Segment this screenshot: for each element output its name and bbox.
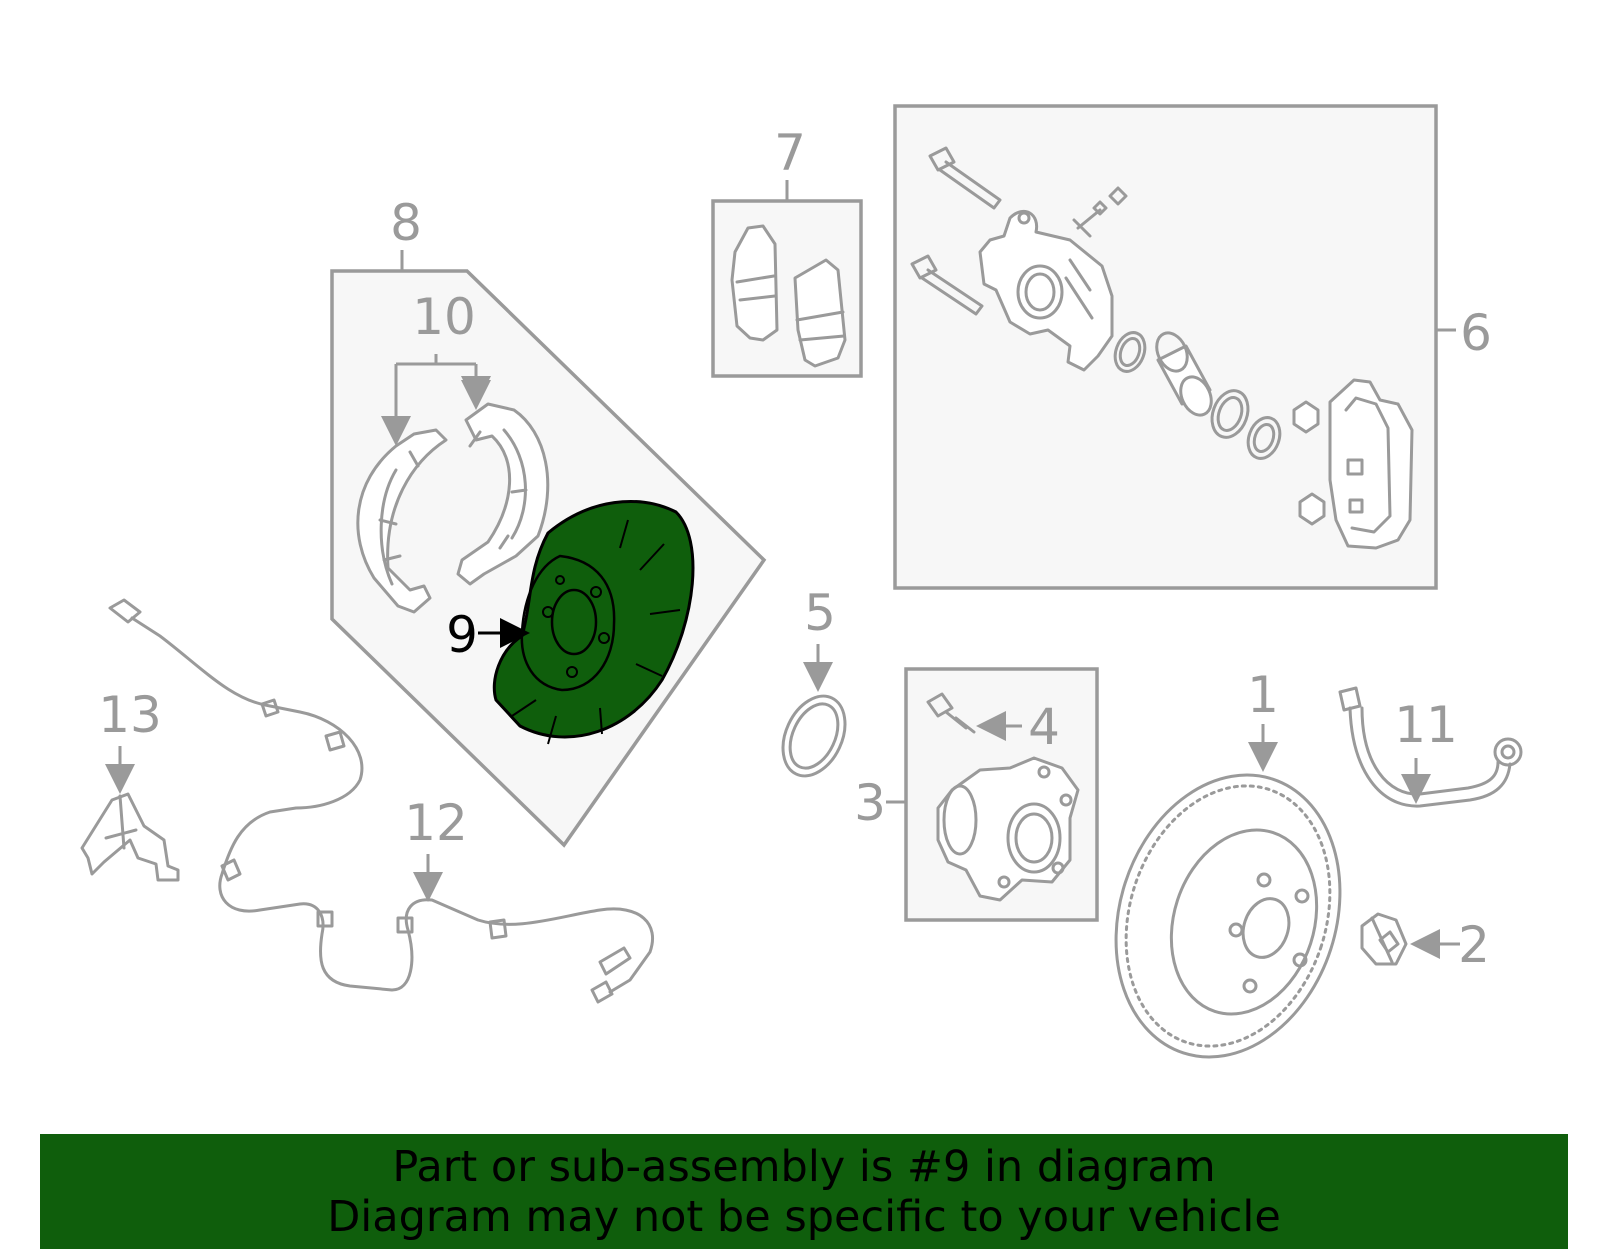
- callout-3: 3: [854, 774, 886, 832]
- part-1-brake-rotor: [1114, 773, 1342, 1059]
- part-13-bracket: [80, 792, 180, 882]
- callout-4: 4: [1028, 698, 1060, 756]
- callout-5: 5: [804, 584, 836, 642]
- banner-line-1: Part or sub-assembly is #9 in diagram: [392, 1141, 1216, 1192]
- part-5-seal-ring: [781, 694, 847, 778]
- part-12-abs-sensor: [108, 598, 654, 1004]
- part-2-plug: [1360, 912, 1408, 966]
- box-7-brake-pads: [711, 199, 863, 378]
- part-10-brake-shoes: [356, 402, 550, 614]
- box-3-hub-assembly: [904, 667, 1099, 922]
- callout-6: 6: [1460, 304, 1492, 362]
- callout-8: 8: [390, 194, 422, 252]
- banner-line-2: Diagram may not be specific to your vehi…: [327, 1191, 1281, 1242]
- callout-11: 11: [1394, 696, 1458, 754]
- info-banner: Part or sub-assembly is #9 in diagram Di…: [40, 1134, 1568, 1249]
- banner-background: [40, 1134, 1568, 1249]
- callout-1: 1: [1247, 666, 1279, 724]
- callout-13: 13: [98, 686, 162, 744]
- callout-7: 7: [774, 124, 806, 182]
- callout-2: 2: [1458, 916, 1490, 974]
- callout-10: 10: [412, 288, 476, 346]
- callout-12: 12: [404, 794, 468, 852]
- callout-leaders: [105, 180, 1460, 959]
- callout-9: 9: [446, 606, 478, 664]
- box-6-caliper-assembly: [893, 104, 1438, 590]
